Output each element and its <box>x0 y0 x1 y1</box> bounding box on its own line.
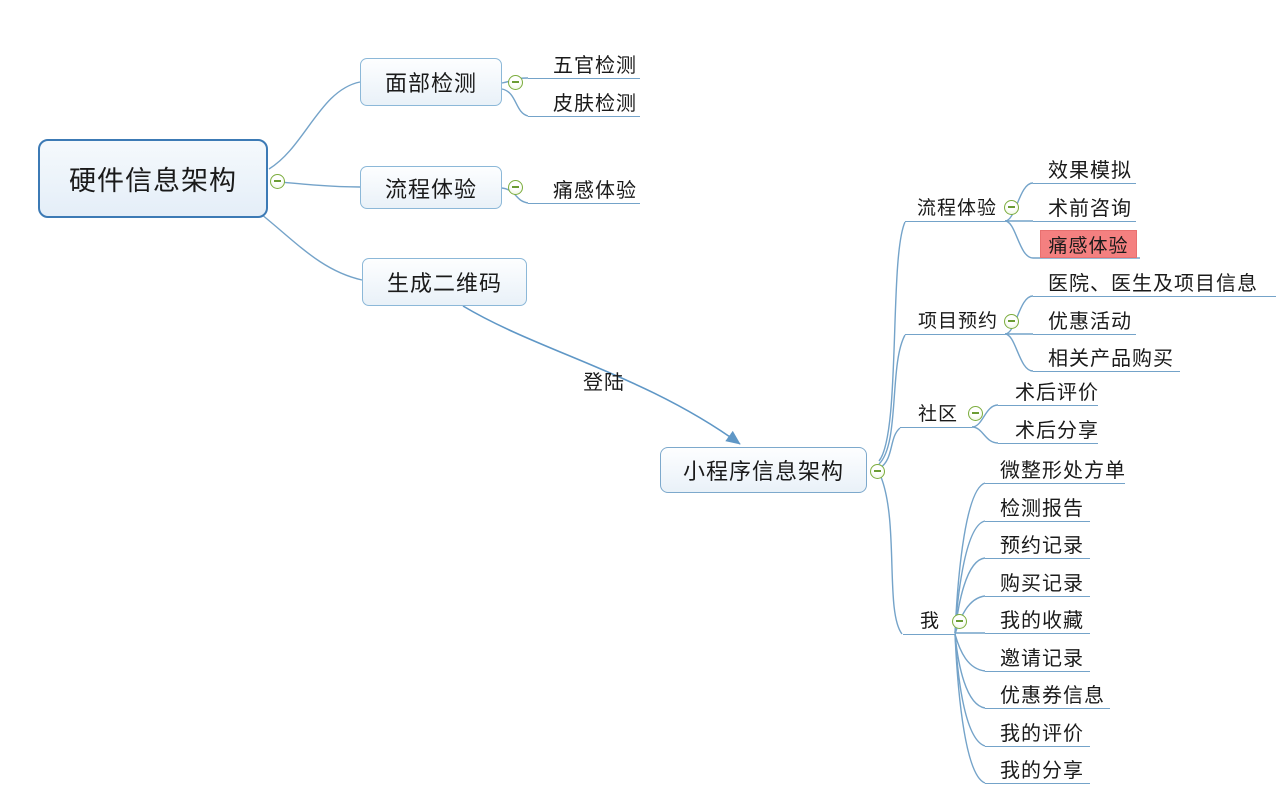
leaf-node-postsurgery-review[interactable]: 术后评价 <box>998 382 1098 406</box>
leaf-node-test-report[interactable]: 检测报告 <box>985 498 1090 522</box>
branch-node-face-detection[interactable]: 面部检测 <box>360 58 502 106</box>
minus-circle-icon[interactable] <box>968 406 983 421</box>
leaf-node-skin-detection[interactable]: 皮肤检测 <box>528 93 640 117</box>
leaf-node-booking-records[interactable]: 预约记录 <box>985 535 1090 559</box>
leaf-node-promotions[interactable]: 优惠活动 <box>1033 311 1136 335</box>
branch-node-process-experience-left[interactable]: 流程体验 <box>360 166 502 209</box>
branch-node-project-booking[interactable]: 项目预约 <box>905 311 1005 335</box>
login-arrow <box>462 305 741 445</box>
root-node-miniprogram[interactable]: 小程序信息架构 <box>660 447 867 493</box>
minus-circle-icon[interactable] <box>1004 314 1019 329</box>
branch-node-community[interactable]: 社区 <box>900 404 972 428</box>
leaf-node-hospital-doctor-info[interactable]: 医院、医生及项目信息 <box>1033 273 1276 297</box>
minus-circle-icon[interactable] <box>508 75 523 90</box>
leaf-node-postsurgery-share[interactable]: 术后分享 <box>998 420 1098 444</box>
leaf-node-related-product-purchase[interactable]: 相关产品购买 <box>1033 348 1180 372</box>
leaf-node-effect-simulation[interactable]: 效果模拟 <box>1033 160 1136 184</box>
leaf-node-coupon-info[interactable]: 优惠券信息 <box>985 685 1110 709</box>
relationship-label-login[interactable]: 登陆 <box>583 372 625 394</box>
minus-circle-icon[interactable] <box>952 614 967 629</box>
leaf-node-pain-experience-highlighted[interactable]: 痛感体验 <box>1040 230 1137 258</box>
leaf-node-presurgery-consult[interactable]: 术前咨询 <box>1033 198 1136 222</box>
leaf-node-my-reviews[interactable]: 我的评价 <box>985 723 1090 747</box>
branch-node-process-experience-right[interactable]: 流程体验 <box>905 198 1005 222</box>
minus-circle-icon[interactable] <box>870 464 885 479</box>
minus-circle-icon[interactable] <box>1004 200 1019 215</box>
leaf-node-prescription[interactable]: 微整形处方单 <box>985 460 1125 484</box>
branch-node-me[interactable]: 我 <box>903 611 955 635</box>
leaf-node-pain-experience-left[interactable]: 痛感体验 <box>528 180 640 204</box>
leaf-node-invitation-records[interactable]: 邀请记录 <box>985 648 1090 672</box>
minus-circle-icon[interactable] <box>508 180 523 195</box>
leaf-node-my-favorites[interactable]: 我的收藏 <box>985 610 1090 634</box>
leaf-node-my-shares[interactable]: 我的分享 <box>985 760 1090 784</box>
leaf-node-facial-features[interactable]: 五官检测 <box>528 55 640 79</box>
minus-circle-icon[interactable] <box>270 174 285 189</box>
leaf-node-purchase-records[interactable]: 购买记录 <box>985 573 1090 597</box>
root-node-hardware[interactable]: 硬件信息架构 <box>38 139 268 218</box>
branch-node-generate-qrcode[interactable]: 生成二维码 <box>362 258 527 306</box>
